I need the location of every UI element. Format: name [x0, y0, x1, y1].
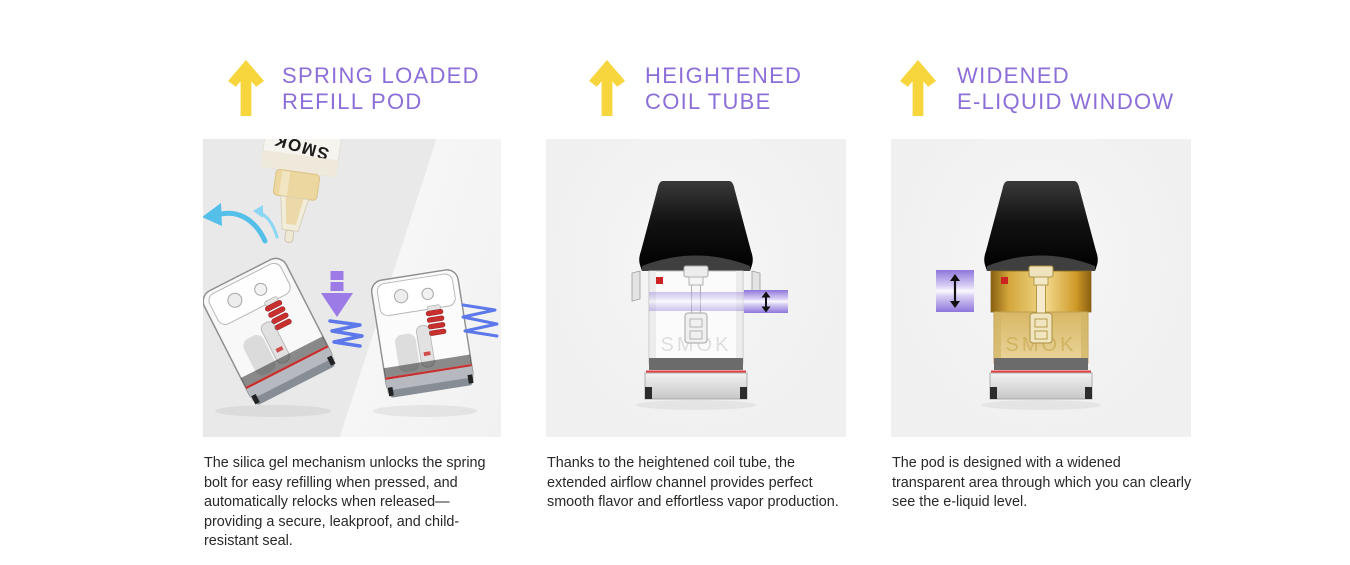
airflow-dot — [656, 277, 663, 284]
feature-image-coil-tube: SMOK — [546, 139, 846, 437]
up-arrow-icon — [900, 60, 936, 116]
title-line-2: COIL TUBE — [645, 88, 772, 114]
coil-height-band-overlay — [649, 292, 744, 311]
refill-illustration: SMOK — [203, 139, 499, 417]
feature-description: The silica gel mechanism unlocks the spr… — [204, 455, 486, 550]
feature-description: The pod is designed with a widened trans… — [892, 455, 1192, 511]
feature-title: HEIGHTENED COIL TUBE — [645, 63, 802, 114]
feature-image-eliquid-window: SMOK — [891, 139, 1191, 437]
refill-bottle: SMOK — [260, 139, 357, 243]
feature-image-refill-pod: SMOK — [203, 139, 501, 437]
coil-height-band — [744, 290, 788, 313]
up-arrow-icon — [589, 60, 625, 116]
airflow-arrows-icon — [203, 203, 279, 244]
window-width-band — [936, 270, 974, 312]
title-line-1: SPRING LOADED — [282, 63, 480, 88]
pod-mouthpiece — [984, 181, 1098, 271]
pod-base — [644, 358, 748, 400]
coil-tube — [1028, 265, 1054, 344]
pod-base — [989, 358, 1093, 400]
up-arrow-icon — [228, 60, 264, 116]
title-line-2: E-LIQUID WINDOW — [957, 88, 1175, 114]
press-down-arrow-icon — [321, 271, 353, 317]
pod-watermark: SMOK — [661, 334, 732, 356]
coil-tube — [683, 265, 709, 344]
airflow-dot — [1001, 277, 1008, 284]
vertical-measure-arrow-icon — [761, 291, 771, 312]
title-line-2: REFILL POD — [282, 88, 423, 114]
spring-icon — [328, 319, 364, 348]
feature-description: Thanks to the heightened coil tube, the … — [547, 455, 839, 511]
feature-title: WIDENED E-LIQUID WINDOW — [957, 63, 1175, 114]
pod-mouthpiece — [639, 181, 753, 271]
title-line-1: WIDENED — [957, 63, 1070, 88]
clear-pod-illustration: SMOK — [631, 181, 761, 410]
vertical-measure-arrow-icon — [950, 274, 960, 308]
pod-watermark: SMOK — [1006, 334, 1077, 356]
amber-pod-illustration: SMOK — [981, 181, 1101, 410]
spring-icon — [461, 303, 499, 338]
feature-title: SPRING LOADED REFILL POD — [282, 63, 480, 114]
title-line-1: HEIGHTENED — [645, 63, 803, 88]
